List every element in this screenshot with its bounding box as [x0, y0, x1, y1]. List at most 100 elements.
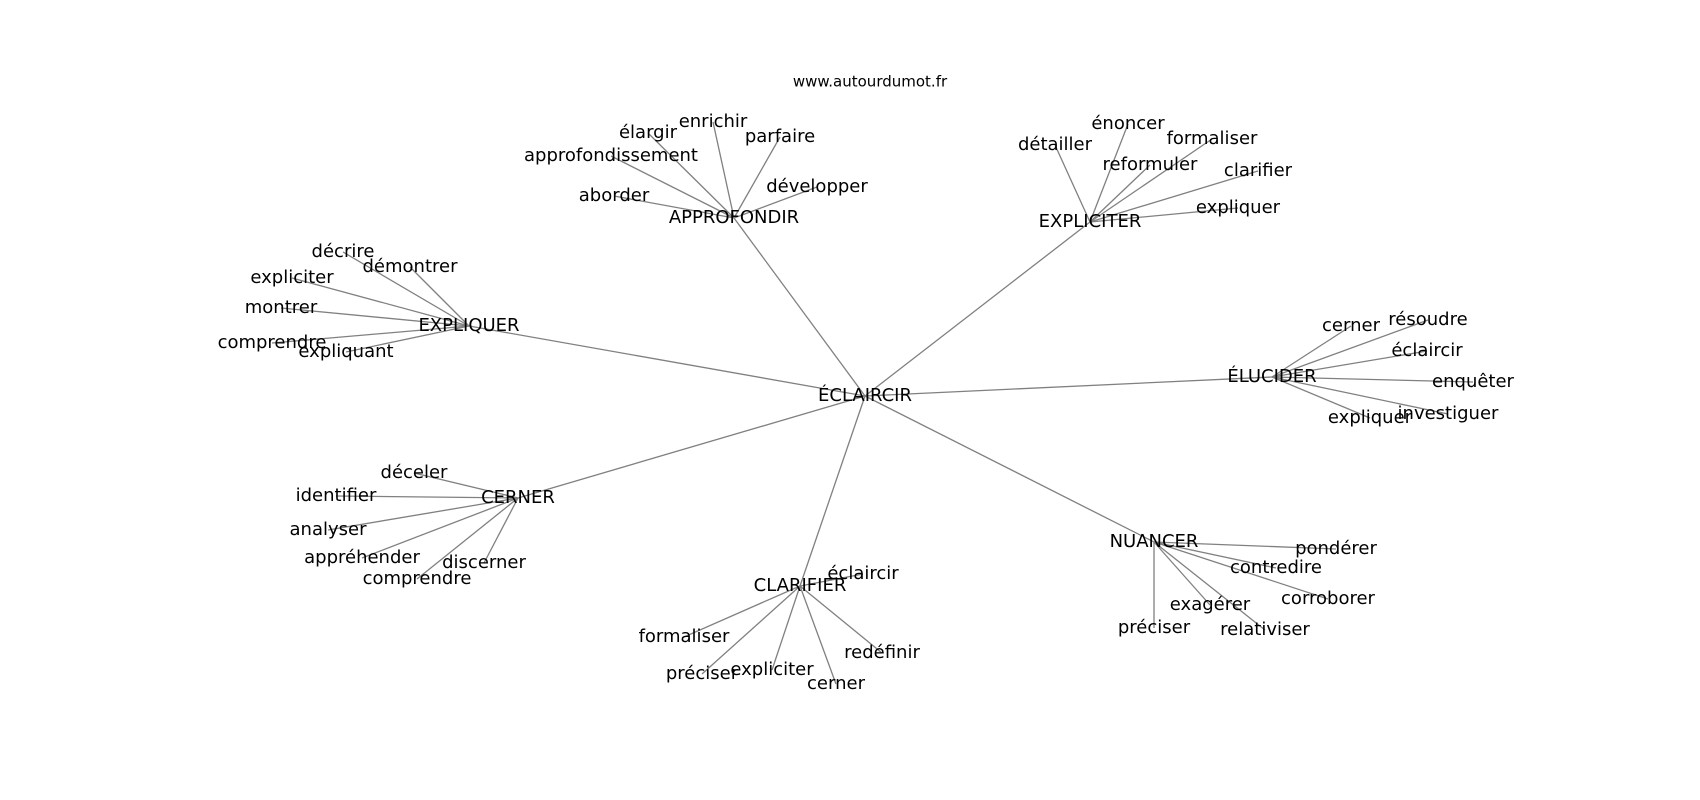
- leaf-node-expliciter-formaliser: formaliser: [1167, 128, 1258, 149]
- leaf-node-clarifier-preciser: préciser: [666, 663, 739, 684]
- center-node: ÉCLAIRCIR: [818, 384, 912, 406]
- leaf-node-clarifier-formaliser: formaliser: [639, 626, 730, 647]
- edge-expliquer-expliquant: [345, 325, 470, 353]
- group-node-expliquer: EXPLIQUER: [418, 315, 519, 336]
- leaf-node-expliquer-expliciter: expliciter: [250, 267, 334, 288]
- edge-cerner-analyser: [327, 497, 519, 531]
- leaf-node-expliquer-montrer: montrer: [245, 297, 318, 318]
- edge-clarifier-redefinir: [799, 585, 883, 654]
- leaf-node-clarifier-eclaircir: éclaircir: [827, 563, 899, 584]
- edge-center-nuancer: [864, 395, 1155, 543]
- edge-cerner-apprehender: [361, 497, 519, 559]
- edge-center-cerner: [517, 395, 866, 499]
- edge-elucider-eclaircir: [1271, 350, 1428, 378]
- edge-approfondir-elargir: [647, 132, 735, 219]
- leaf-node-cerner-deceler: déceler: [381, 462, 449, 483]
- edge-expliquer-comprendre: [271, 325, 470, 344]
- leaf-node-nuancer-corroborer: corroborer: [1281, 588, 1376, 609]
- edge-nuancer-contredire: [1153, 541, 1277, 569]
- leaf-node-expliciter-expliquer: expliquer: [1196, 197, 1281, 218]
- leaf-node-nuancer-preciser: préciser: [1118, 617, 1191, 638]
- edge-elucider-investiguer: [1271, 376, 1449, 415]
- leaf-node-approfondir-elargir: élargir: [619, 122, 678, 143]
- graph-edges: [271, 121, 1474, 685]
- edge-cerner-comprendre: [416, 497, 519, 580]
- edge-expliciter-enoncer: [1089, 123, 1129, 223]
- leaf-node-elucider-cerner: cerner: [1322, 315, 1381, 336]
- leaf-node-expliciter-enoncer: énoncer: [1091, 113, 1165, 134]
- edge-elucider-expliquer: [1271, 376, 1371, 419]
- edge-clarifier-expliciter: [771, 585, 801, 671]
- edge-center-clarifier: [799, 395, 866, 587]
- leaf-node-cerner-comprendre: comprendre: [363, 568, 472, 589]
- edge-elucider-enqueter: [1271, 376, 1474, 383]
- edge-center-expliciter: [864, 221, 1091, 397]
- edge-expliquer-montrer: [280, 307, 470, 327]
- leaf-node-nuancer-exagerer: exagérer: [1170, 594, 1251, 615]
- leaf-node-clarifier-cerner: cerner: [807, 673, 866, 694]
- edge-nuancer-corroborer: [1153, 541, 1329, 600]
- edge-expliquer-demontrer: [409, 266, 470, 327]
- group-node-clarifier: CLARIFIER: [754, 575, 847, 596]
- edge-cerner-identifier: [335, 495, 519, 499]
- leaf-node-clarifier-redefinir: redéfinir: [844, 642, 920, 663]
- leaf-node-approfondir-approfondissement: approfondissement: [524, 145, 698, 166]
- edge-approfondir-enrichir: [712, 121, 735, 219]
- leaf-node-approfondir-developper: développer: [766, 176, 868, 197]
- edge-cerner-discerner: [483, 497, 519, 564]
- leaf-node-nuancer-contredire: contredire: [1230, 557, 1322, 578]
- group-node-cerner: CERNER: [481, 487, 555, 508]
- edge-expliquer-decrire: [342, 251, 470, 327]
- leaf-node-expliciter-clarifier: clarifier: [1224, 160, 1293, 181]
- leaf-node-cerner-discerner: discerner: [442, 552, 526, 573]
- group-node-nuancer: NUANCER: [1110, 531, 1199, 552]
- graph-labels: www.autourdumot.fr ÉCLAIRCIR APPROFONDIR a…: [218, 73, 1515, 695]
- leaf-node-expliciter-detailler: détailler: [1018, 134, 1093, 155]
- edge-expliciter-expliquer: [1089, 207, 1239, 223]
- edge-elucider-cerner: [1271, 325, 1352, 378]
- edge-approfondir-parfaire: [733, 136, 781, 219]
- leaf-node-cerner-identifier: identifier: [296, 485, 377, 506]
- leaf-node-expliquer-expliquant: expliquant: [298, 341, 393, 362]
- edge-approfondir-aborder: [613, 195, 735, 219]
- edge-clarifier-preciser: [701, 585, 801, 675]
- leaf-node-elucider-expliquer: expliquer: [1328, 407, 1413, 428]
- leaf-node-elucider-enqueter: enquêter: [1432, 371, 1515, 392]
- leaf-node-expliciter-reformuler: reformuler: [1103, 154, 1199, 175]
- group-node-elucider: ÉLUCIDER: [1227, 365, 1316, 387]
- leaf-node-nuancer-ponderer: pondérer: [1295, 538, 1377, 559]
- edge-elucider-resoudre: [1271, 319, 1429, 378]
- leaf-node-elucider-resoudre: résoudre: [1388, 309, 1467, 330]
- edge-cerner-deceler: [413, 472, 519, 499]
- leaf-node-elucider-investiguer: investiguer: [1398, 403, 1499, 424]
- group-node-approfondir: APPROFONDIR: [669, 207, 799, 228]
- edge-expliciter-detailler: [1054, 144, 1091, 223]
- edge-expliquer-expliciter: [291, 277, 470, 327]
- leaf-node-clarifier-expliciter: expliciter: [730, 659, 814, 680]
- leaf-node-elucider-eclaircir: éclaircir: [1391, 340, 1463, 361]
- edge-center-expliquer: [468, 325, 866, 397]
- leaf-node-expliquer-comprendre: comprendre: [218, 332, 327, 353]
- edge-center-elucider: [864, 376, 1273, 397]
- leaf-node-nuancer-relativiser: relativiser: [1220, 619, 1310, 640]
- group-node-expliciter: EXPLICITER: [1039, 211, 1142, 232]
- edge-clarifier-cerner: [799, 585, 837, 685]
- leaf-node-approfondir-enrichir: enrichir: [679, 111, 748, 132]
- edge-center-approfondir: [733, 217, 866, 397]
- leaf-node-approfondir-aborder: aborder: [579, 185, 650, 206]
- edge-expliciter-formaliser: [1089, 138, 1213, 223]
- leaf-node-cerner-analyser: analyser: [290, 519, 368, 540]
- leaf-node-approfondir-parfaire: parfaire: [745, 126, 815, 147]
- edge-clarifier-formaliser: [683, 585, 801, 638]
- leaf-node-expliquer-demontrer: démontrer: [363, 256, 459, 277]
- edge-approfondir-developper: [733, 186, 818, 219]
- edge-expliciter-clarifier: [1089, 170, 1259, 223]
- leaf-node-expliquer-decrire: décrire: [312, 241, 375, 262]
- edge-clarifier-eclaircir: [799, 573, 864, 587]
- edge-expliciter-reformuler: [1089, 164, 1151, 223]
- edge-nuancer-exagerer: [1153, 541, 1211, 606]
- source-label: www.autourdumot.fr: [793, 73, 948, 91]
- edge-nuancer-ponderer: [1153, 541, 1337, 550]
- edge-nuancer-relativiser: [1153, 541, 1266, 631]
